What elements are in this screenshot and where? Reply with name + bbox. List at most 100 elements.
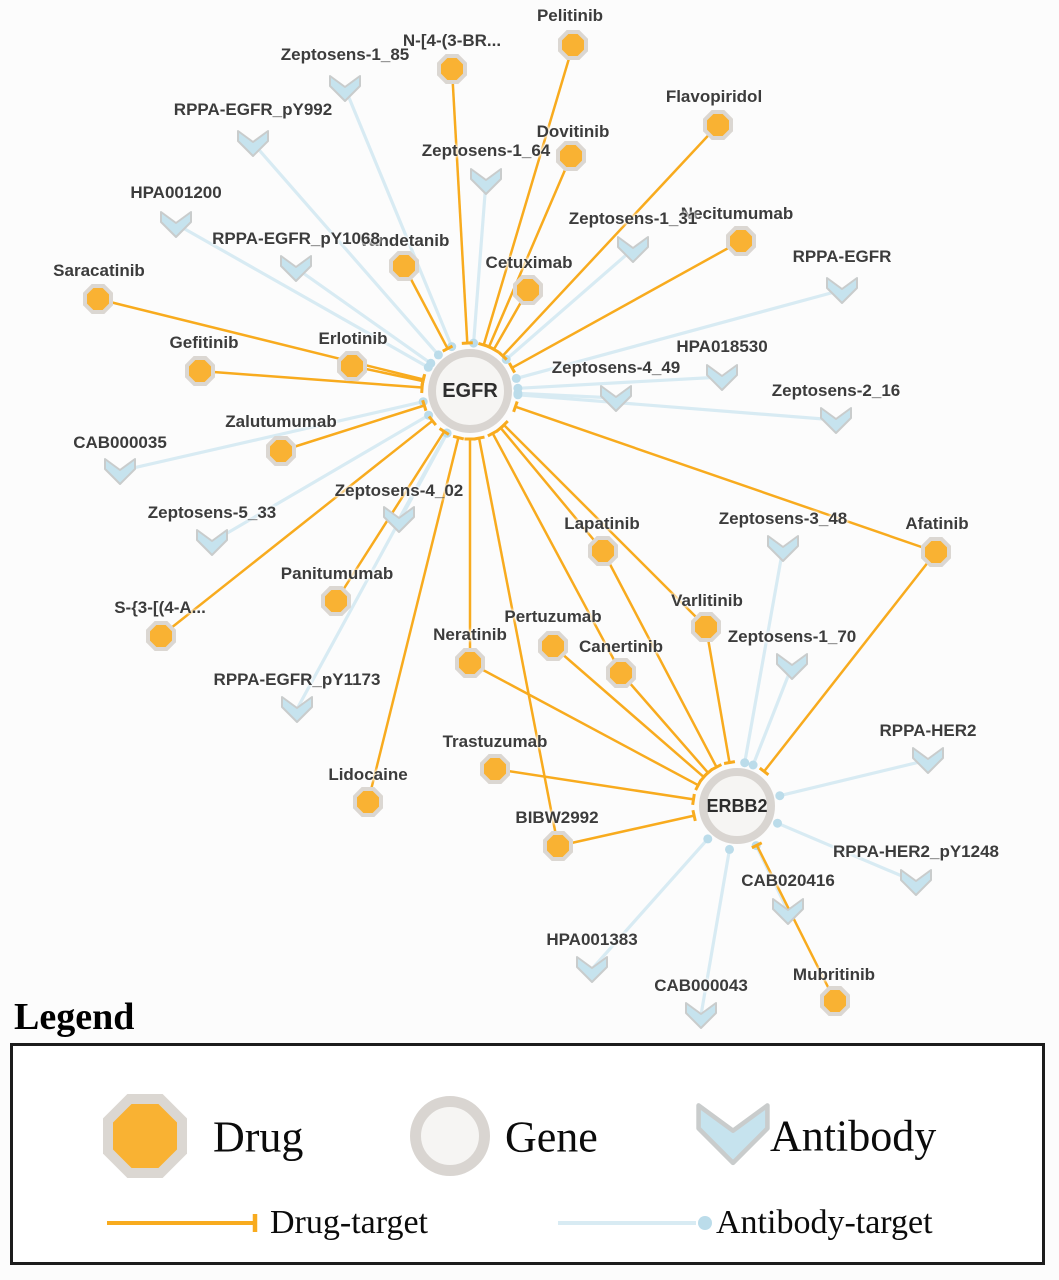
antibody-node-cab000035[interactable] (103, 457, 137, 485)
antibody-node-zeptosens-5-33[interactable] (195, 528, 229, 556)
antibody-target-line-sample (558, 1216, 712, 1230)
antibody-target-edges (119, 87, 929, 1016)
drug-node-label-afatinib: Afatinib (905, 514, 969, 533)
antibody-node-hpa001200[interactable] (159, 210, 193, 238)
drug-target-edge-varlitinib-erbb2 (704, 626, 736, 766)
antibody-node-zeptosens-1-64[interactable] (469, 167, 503, 195)
drug-target-edge-pelitinib-egfr (478, 44, 575, 349)
drug-octagon-icon (560, 145, 582, 167)
antibody-chevron-icon (196, 529, 228, 556)
antibody-node-hpa018530[interactable] (705, 363, 739, 391)
antibody-node-rppa-her2[interactable] (911, 746, 945, 774)
antibody-target-edge-rppa-her2-erbb2 (775, 758, 929, 801)
drug-target-edge-neratinib-erbb2 (469, 661, 703, 791)
drug-node-label-mubritinib: Mubritinib (792, 965, 876, 984)
antibody-node-zeptosens-2-16[interactable] (819, 406, 853, 434)
drug-node-panitumumab[interactable] (321, 586, 351, 616)
drug-node-mubritinib[interactable] (820, 986, 850, 1016)
drug-legend-icon-inner (113, 1104, 177, 1168)
drug-node-pelitinib[interactable] (558, 30, 588, 60)
antibody-chevron-icon (600, 385, 632, 412)
drug-legend-icon (103, 1094, 187, 1178)
drug-target-edge-dovitinib-egfr (483, 155, 573, 351)
drug-target-edge-canertinib-egfr (487, 429, 623, 674)
drug-target-edge-afatinib-egfr (512, 401, 937, 554)
antibody-node-zeptosens-4-49[interactable] (599, 384, 633, 412)
drug-node-pertuzumab[interactable] (538, 631, 568, 661)
antibody-node-label-rppa-egfr-py992: RPPA-EGFR_pY992 (173, 100, 333, 119)
antibody-legend-label: Antibody (770, 1111, 937, 1161)
drug-node-zalutumumab[interactable] (266, 436, 296, 466)
drug-node-label-varlitinib: Varlitinib (671, 591, 743, 610)
drug-node-label-pertuzumab: Pertuzumab (504, 607, 602, 626)
drug-octagon-icon (341, 355, 363, 377)
drug-target-legend-label: Drug-target (270, 1204, 428, 1241)
antibody-chevron-icon (826, 277, 858, 304)
drug-node-vandetanib[interactable] (389, 251, 419, 281)
antibody-chevron-icon (912, 747, 944, 774)
drug-octagon-icon (695, 616, 717, 638)
drug-node-dovitinib[interactable] (556, 141, 586, 171)
antibody-node-label-zeptosens-3-48: Zeptosens-3_48 (718, 509, 848, 528)
drug-node-gefitinib[interactable] (185, 356, 215, 386)
antibody-node-rppa-egfr-py1173[interactable] (280, 695, 314, 723)
drug-node-s-3-4-a[interactable] (146, 621, 176, 651)
drug-node-label-flavopiridol: Flavopiridol (665, 87, 763, 106)
drug-node-cetuximab[interactable] (513, 275, 543, 305)
drug-node-label-saracatinib: Saracatinib (53, 261, 145, 280)
antibody-target-edge-rppa-egfr-py1068-egfr (295, 266, 436, 368)
drug-node-trastuzumab[interactable] (480, 754, 510, 784)
antibody-node-hpa001383[interactable] (575, 955, 609, 983)
drug-node-lapatinib[interactable] (588, 536, 618, 566)
antibody-chevron-icon (383, 506, 415, 533)
antibody-chevron-icon (576, 956, 608, 983)
drug-octagon-icon (357, 791, 379, 813)
drug-node-label-gefitinib: Gefitinib (169, 333, 239, 352)
drug-octagon-icon (730, 230, 752, 252)
drug-node-varlitinib[interactable] (691, 612, 721, 642)
antibody-chevron-icon (281, 696, 313, 723)
drug-node-label-s-3-4-a: S-{3-[(4-A... (114, 598, 206, 617)
antibody-node-zeptosens-1-70[interactable] (775, 652, 809, 680)
drug-octagon-icon (441, 58, 463, 80)
drug-node-neratinib[interactable] (455, 648, 485, 678)
antibody-node-zeptosens-1-85[interactable] (328, 74, 362, 102)
drug-node-bibw2992[interactable] (543, 831, 573, 861)
drug-node-n-4-3-br[interactable] (437, 54, 467, 84)
drug-node-saracatinib[interactable] (83, 284, 113, 314)
antibody-node-label-rppa-egfr-py1068: RPPA-EGFR_pY1068 (212, 229, 380, 248)
antibody-node-rppa-egfr-py1068[interactable] (279, 254, 313, 282)
antibody-node-cab020416[interactable] (771, 897, 805, 925)
drug-node-label-canertinib: Canertinib (578, 637, 664, 656)
drug-node-lidocaine[interactable] (353, 787, 383, 817)
antibody-target-edge-rppa-egfr-py992-egfr (251, 141, 443, 360)
antibody-node-rppa-egfr-py992[interactable] (236, 129, 270, 157)
drug-node-label-dovitinib: Dovitinib (536, 122, 610, 141)
drug-node-flavopiridol[interactable] (703, 110, 733, 140)
drug-target-edge-flavopiridol-egfr (497, 124, 719, 361)
antibody-node-rppa-her2-py1248[interactable] (899, 868, 933, 896)
gene-legend-label: Gene (505, 1112, 598, 1162)
antibody-node-zeptosens-4-02[interactable] (382, 505, 416, 533)
antibody-chevron-icon (820, 407, 852, 434)
drug-octagon-icon (393, 255, 415, 277)
antibody-node-zeptosens-3-48[interactable] (766, 534, 800, 562)
antibody-node-label-cab000035: CAB000035 (73, 433, 167, 452)
drug-node-afatinib[interactable] (921, 537, 951, 567)
antibody-chevron-icon (470, 168, 502, 195)
drug-target-edge-gefitinib-egfr (199, 369, 425, 394)
antibody-chevron-icon (772, 898, 804, 925)
antibody-node-cab000043[interactable] (684, 1001, 718, 1029)
drug-node-label-lidocaine: Lidocaine (328, 765, 408, 784)
antibody-node-zeptosens-1-31[interactable] (616, 235, 650, 263)
gene-node-egfr[interactable]: EGFR (428, 349, 512, 433)
drug-node-canertinib[interactable] (606, 658, 636, 688)
drug-node-necitumumab[interactable] (726, 226, 756, 256)
antibody-target-edge-hpa001383-erbb2 (590, 834, 713, 971)
gene-node-erbb2[interactable]: ERBB2 (699, 768, 775, 844)
antibody-node-rppa-egfr[interactable] (825, 276, 859, 304)
drug-node-erlotinib[interactable] (337, 351, 367, 381)
drug-target-edge-lidocaine-egfr (366, 434, 465, 803)
drug-target-edge-lapatinib-erbb2 (601, 550, 723, 771)
